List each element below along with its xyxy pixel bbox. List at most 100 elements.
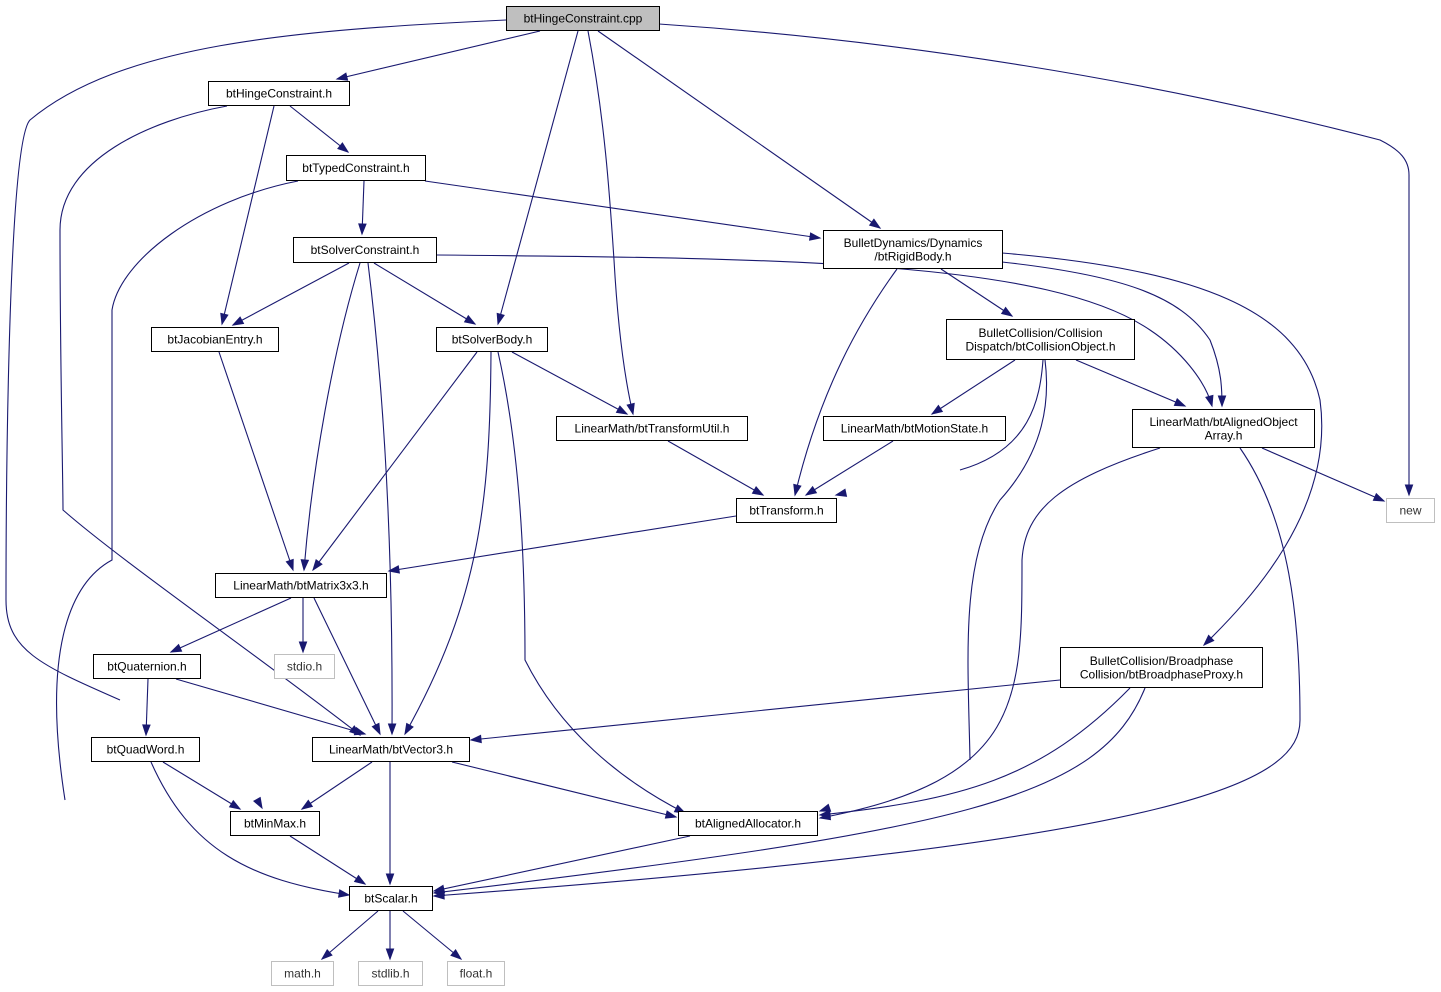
node-box (1060, 647, 1263, 688)
edge-arrowhead (793, 483, 802, 497)
edge-line (402, 910, 462, 960)
edge-quadword-to-minmax (162, 761, 242, 810)
node-solverbody[interactable]: btSolverBody.h (436, 327, 548, 352)
node-box (1386, 498, 1435, 523)
node-label: btTransform.h (749, 504, 823, 518)
node-collobj[interactable]: BulletCollision/CollisionDispatch/btColl… (946, 319, 1135, 360)
edge-typed-to-rigidbody (424, 180, 822, 241)
edge-line (367, 262, 393, 735)
edge-broadphase-to-allocator (818, 687, 1131, 819)
edge-arrowhead (337, 889, 351, 898)
node-label: btQuadWord.h (107, 743, 185, 757)
edge-line (794, 268, 898, 496)
node-hinge_h[interactable]: btHingeConstraint.h (208, 81, 350, 106)
node-solvercon[interactable]: btSolverConstraint.h (293, 237, 437, 263)
node-box (823, 416, 1006, 441)
node-label: new (1399, 504, 1421, 518)
node-new[interactable]: new (1386, 498, 1435, 523)
edge-line (313, 597, 381, 735)
node-rigidbody[interactable]: BulletDynamics/Dynamics/btRigidBody.h (823, 230, 1003, 269)
node-stdlib[interactable]: stdlib.h (358, 961, 423, 986)
edge-arrowhead (1202, 634, 1215, 647)
edge-collobj-to-alignedarr (1075, 359, 1187, 407)
node-jacobian[interactable]: btJacobianEntry.h (151, 327, 279, 352)
node-scalar[interactable]: btScalar.h (349, 886, 433, 911)
edge-root-to-solverbody (496, 30, 579, 326)
edge-line (1001, 261, 1223, 407)
node-box (230, 811, 320, 836)
node-box (736, 498, 837, 523)
node-minmax[interactable]: btMinMax.h (230, 811, 320, 836)
node-label: BulletCollision/Broadphase (1090, 654, 1234, 668)
edge-line (289, 105, 349, 153)
edge-line (150, 761, 350, 896)
edge-arrowhead (387, 565, 401, 574)
edge-line (404, 351, 492, 735)
edge-arrowhead (371, 722, 381, 736)
edge-arrowhead (664, 810, 678, 819)
node-quat[interactable]: btQuaternion.h (93, 654, 201, 679)
node-allocator[interactable]: btAlignedAllocator.h (678, 811, 818, 836)
edge-line (162, 761, 241, 810)
node-motion[interactable]: LinearMath/btMotionState.h (823, 416, 1006, 441)
edge-line (959, 359, 1044, 471)
nodes-layer: btHingeConstraint.cpp btHingeConstraint.h… (91, 6, 1435, 986)
node-transform[interactable]: btTransform.h (736, 498, 837, 523)
edge-line (218, 351, 294, 571)
edge-solverbody-to-transutil (511, 351, 629, 415)
edge-arrowhead (868, 218, 882, 229)
edge-matrix-to-quat (169, 597, 292, 653)
node-quadword[interactable]: btQuadWord.h (91, 737, 200, 762)
node-label: btQuaternion.h (107, 660, 186, 674)
node-matrix[interactable]: LinearMath/btMatrix3x3.h (215, 573, 387, 598)
edge-alignedarr-to-new (1261, 447, 1386, 502)
edge-solverbody-to-matrix (312, 351, 478, 572)
node-broadphase[interactable]: BulletCollision/BroadphaseCollision/btBr… (1060, 647, 1263, 688)
node-label: btMinMax.h (244, 817, 306, 831)
edge-vector3-to-allocator (451, 761, 678, 819)
edge-root-to-minmax (5, 19, 507, 810)
node-box (274, 654, 335, 679)
edge-arrowhead (353, 726, 367, 736)
node-math[interactable]: math.h (271, 961, 334, 986)
node-float[interactable]: float.h (447, 961, 505, 986)
edge-arrowhead (1372, 492, 1386, 502)
node-label: btSolverConstraint.h (311, 243, 420, 257)
edge-line (170, 597, 292, 653)
node-box (1132, 409, 1315, 448)
node-label: LinearMath/btTransformUtil.h (575, 422, 730, 436)
node-typed[interactable]: btTypedConstraint.h (286, 155, 426, 181)
edge-arrowhead (1205, 394, 1214, 408)
edge-line (303, 262, 361, 571)
node-label: btHingeConstraint.cpp (524, 12, 643, 26)
edge-broadphase-to-vector3 (469, 679, 1061, 744)
edge-arrowhead (385, 948, 395, 961)
edge-solvercon-to-alignedarr (435, 254, 1214, 408)
edge-rigidbody-to-alignedarr (1001, 261, 1227, 408)
edge-line (470, 679, 1061, 741)
node-transutil[interactable]: LinearMath/btTransformUtil.h (556, 416, 748, 441)
edge-arrowhead (463, 314, 477, 325)
edge-line (435, 254, 1213, 407)
edge-arrowhead (358, 223, 367, 236)
node-label: Collision/btBroadphaseProxy.h (1080, 668, 1243, 682)
edge-vector3-to-minmax (300, 761, 373, 810)
node-box (151, 327, 279, 352)
edge-transutil-to-transform (667, 440, 765, 496)
edge-scalar-to-math (320, 910, 379, 960)
edge-root-to-rigidbody (597, 30, 882, 229)
node-box (93, 654, 201, 679)
node-stdio[interactable]: stdio.h (274, 654, 335, 679)
node-box (215, 573, 387, 598)
edge-line (424, 180, 821, 239)
edge-hinge_h-to-jacobian (220, 105, 275, 326)
node-box (447, 961, 505, 986)
edges-layer (5, 19, 1414, 961)
edge-arrowhead (1217, 395, 1227, 408)
node-vector3[interactable]: LinearMath/btVector3.h (312, 737, 470, 762)
edge-scalar-to-stdlib (385, 911, 395, 961)
node-root[interactable]: btHingeConstraint.cpp (506, 6, 660, 31)
edge-arrowhead (228, 799, 242, 810)
edge-arrowhead (450, 949, 463, 960)
